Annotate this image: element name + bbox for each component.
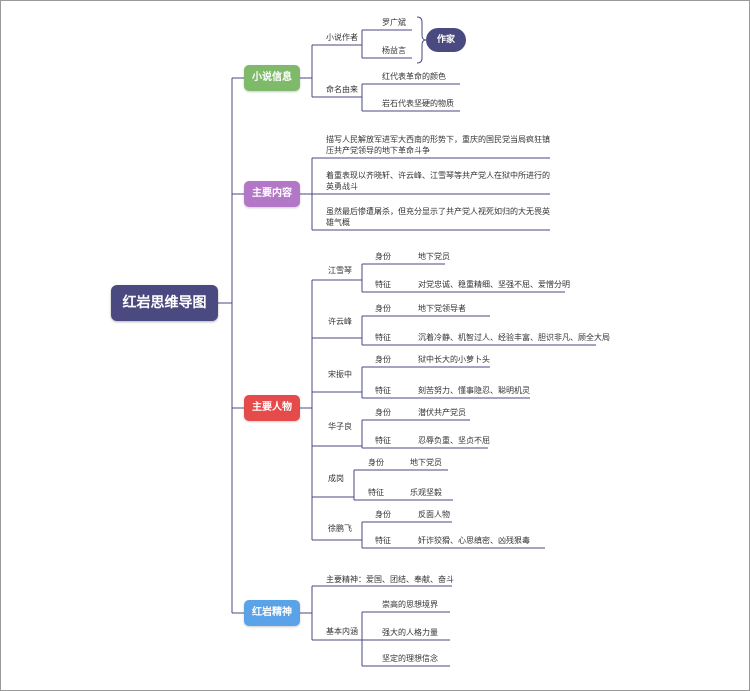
character-name[interactable]: 徐鹏飞 <box>328 524 352 533</box>
content-item[interactable]: 虽然最后惨遭屠杀，但充分显示了共产党人视死如归的大无畏英雄气概 <box>326 207 550 227</box>
root-node[interactable]: 红岩思维导图 <box>111 285 218 321</box>
trait-label[interactable]: 特征 <box>375 536 391 545</box>
branch-novel-info[interactable]: 小说信息 <box>244 65 300 91</box>
trait-value[interactable]: 奸诈狡猾、心思缜密、凶残狠毒 <box>418 536 530 545</box>
trait-value[interactable]: 乐观坚毅 <box>410 488 442 497</box>
trait-label[interactable]: 特征 <box>375 436 391 445</box>
character-name[interactable]: 华子良 <box>328 422 352 431</box>
naming-item[interactable]: 红代表革命的颜色 <box>382 72 446 81</box>
branch-main-content[interactable]: 主要内容 <box>244 181 300 207</box>
trait-value[interactable]: 刻苦努力、懂事隐忍、聪明机灵 <box>418 386 530 395</box>
trait-value[interactable]: 对党忠诚、稳重精细、坚强不屈、爱憎分明 <box>418 280 570 289</box>
character-name[interactable]: 江雪琴 <box>328 266 352 275</box>
branch-main-characters[interactable]: 主要人物 <box>244 395 300 421</box>
naming-label[interactable]: 命名由来 <box>326 85 358 94</box>
identity-label[interactable]: 身份 <box>375 408 391 417</box>
trait-label[interactable]: 特征 <box>368 488 384 497</box>
identity-value[interactable]: 地下党员 <box>418 252 450 261</box>
identity-value[interactable]: 地下党员 <box>410 458 442 467</box>
identity-label[interactable]: 身份 <box>375 355 391 364</box>
trait-label[interactable]: 特征 <box>375 386 391 395</box>
identity-label[interactable]: 身份 <box>375 304 391 313</box>
main-spirit[interactable]: 主要精神：爱国、团结、奉献、奋斗 <box>326 575 454 584</box>
spirit-item[interactable]: 坚定的理想信念 <box>382 654 438 663</box>
identity-value[interactable]: 潜伏共产党员 <box>418 408 466 417</box>
identity-value[interactable]: 狱中长大的小萝卜头 <box>418 355 490 364</box>
author-luo[interactable]: 罗广斌 <box>382 18 406 27</box>
identity-value[interactable]: 地下党领导者 <box>418 304 466 313</box>
trait-value[interactable]: 忍辱负重、坚贞不屈 <box>418 436 490 445</box>
trait-value[interactable]: 沉着冷静、机智过人、经验丰富、胆识非凡、顾全大局 <box>418 333 610 342</box>
content-item[interactable]: 着重表现以齐晓轩、许云峰、江雪琴等共产党人在狱中所进行的英勇战斗 <box>326 171 550 191</box>
identity-value[interactable]: 反面人物 <box>418 510 450 519</box>
naming-item[interactable]: 岩石代表坚硬的物质 <box>382 99 454 108</box>
character-name[interactable]: 许云峰 <box>328 317 352 326</box>
identity-label[interactable]: 身份 <box>375 252 391 261</box>
character-name[interactable]: 成岗 <box>328 474 344 483</box>
trait-label[interactable]: 特征 <box>375 333 391 342</box>
basic-connotation-label[interactable]: 基本内涵 <box>326 627 358 636</box>
content-item[interactable]: 描写人民解放军进军大西南的形势下，重庆的国民党当局疯狂镇压共产党领导的地下革命斗… <box>326 135 550 155</box>
spirit-item[interactable]: 崇高的思想境界 <box>382 600 438 609</box>
spirit-item[interactable]: 强大的人格力量 <box>382 628 438 637</box>
trait-label[interactable]: 特征 <box>375 280 391 289</box>
identity-label[interactable]: 身份 <box>368 458 384 467</box>
branch-red-rock-spirit[interactable]: 红岩精神 <box>244 600 300 626</box>
authors-label[interactable]: 小说作者 <box>326 33 358 42</box>
identity-label[interactable]: 身份 <box>375 510 391 519</box>
character-name[interactable]: 宋振中 <box>328 370 352 379</box>
author-yang[interactable]: 杨益言 <box>382 46 406 55</box>
authors-tag[interactable]: 作家 <box>426 28 466 52</box>
